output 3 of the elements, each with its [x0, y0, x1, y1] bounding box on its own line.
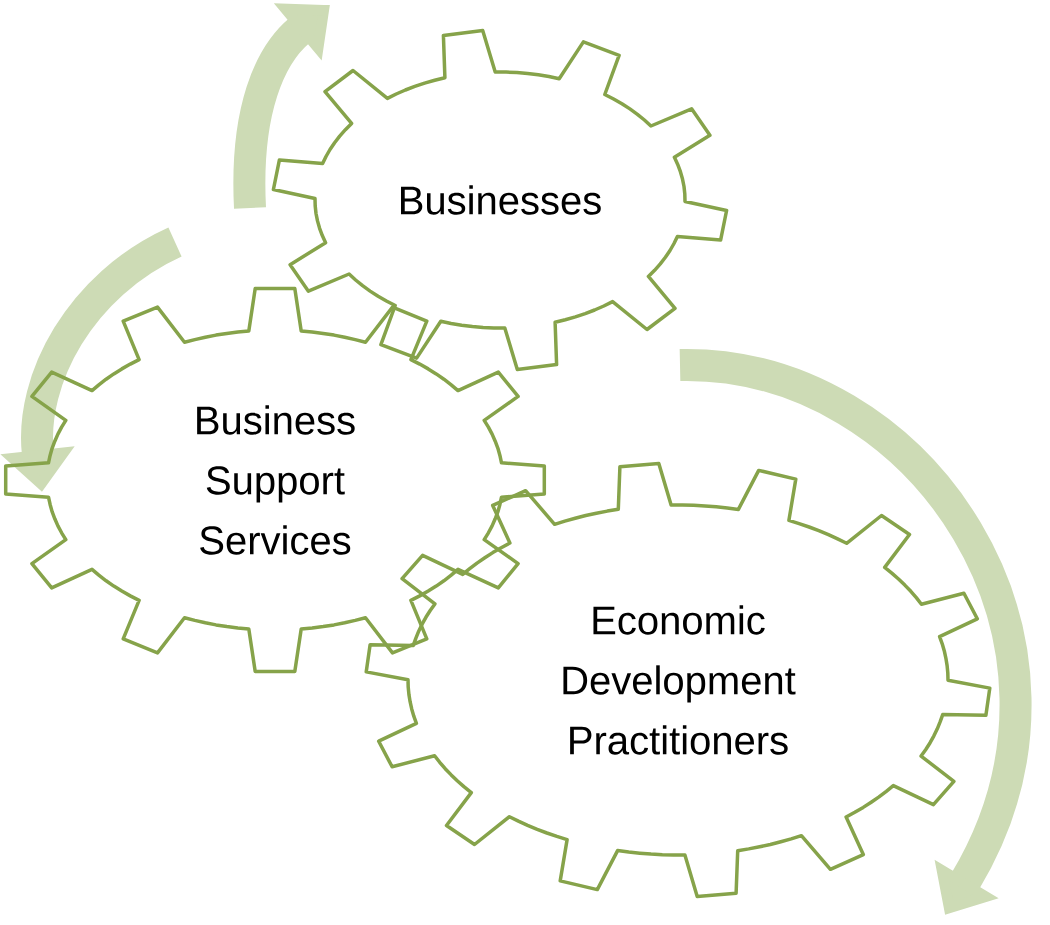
gear: Economic Development Practitioners — [364, 461, 992, 899]
gear: Businesses — [271, 28, 729, 372]
gear: Business Support Services — [3, 286, 547, 674]
